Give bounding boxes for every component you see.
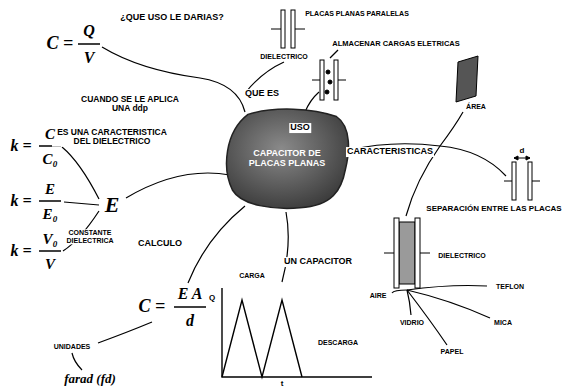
formula-text: V — [83, 49, 96, 67]
formula-text: farad (fd) — [63, 372, 117, 386]
formula-text: E A — [177, 285, 204, 303]
branch-label: AIRE — [369, 292, 388, 300]
branch-label: t — [280, 380, 285, 389]
formula-text: E — [44, 181, 56, 198]
area-plate — [456, 56, 478, 102]
branch-label: ÁREA — [465, 103, 487, 111]
formula-text: Q — [82, 22, 96, 40]
fraction-bars — [39, 44, 206, 307]
branch-label: VIDRIO — [399, 319, 425, 327]
formula-text: V₀ — [41, 231, 58, 248]
branch-label: USO — [289, 123, 311, 133]
separation-capacitor-icon — [504, 156, 540, 200]
formula-text: C — [44, 126, 56, 143]
branch-label: Q — [208, 294, 216, 303]
branch-label: CARACTERISTICAS — [346, 147, 434, 157]
formula-text: E — [104, 193, 121, 217]
formula-text: V — [44, 256, 56, 273]
branch-label: PLACAS PLANAS PARALELAS — [304, 10, 410, 18]
formula-text: k = — [9, 192, 32, 210]
branch-label: DESCARGA — [317, 339, 359, 347]
branch-label: CARGA — [238, 272, 266, 280]
branch-label: PAPEL — [440, 348, 465, 356]
branch-label: CALCULO — [137, 239, 183, 249]
central-blob: CAPACITOR DE PLACAS PLANAS — [222, 106, 352, 211]
formula-text: C₀ — [41, 151, 58, 168]
branch-label: ALMACENAR CARGAS ELETRICAS — [331, 40, 461, 48]
formula-text: d — [185, 312, 195, 330]
branch-label: SEPARACIÓN ENTRE LAS PLACAS — [425, 205, 562, 214]
branch-label: TEFLON — [495, 283, 525, 291]
node-title: CAPACITOR DE PLACAS PLANAS — [241, 148, 333, 169]
branch-label: MICA — [493, 319, 513, 327]
branch-label: ¿QUE USO LE DARIAS? — [119, 13, 225, 23]
branch-label: CONSTANTE DIELECTRICA — [56, 229, 124, 244]
formula-text: C = — [138, 297, 167, 317]
branch-label: UNIDADES — [53, 343, 92, 351]
parallel-plates-icon — [271, 10, 305, 48]
formula-text: k = — [9, 137, 32, 155]
branch-label: QUE ES — [244, 89, 280, 99]
formula-text: E₀ — [41, 206, 58, 223]
charged-capacitor-icon — [312, 60, 346, 100]
branch-label: DIELECTRICO — [259, 53, 308, 61]
dielectric-capacitor-icon — [384, 218, 430, 288]
branch-label: ES UNA CARACTERISTICA DEL DIELECTRICO — [52, 128, 172, 147]
branch-label: d — [519, 147, 526, 156]
charge-graph — [222, 288, 372, 377]
branch-label: CUANDO SE LE APLICA UNA ddp — [79, 95, 181, 114]
formula-text: k = — [9, 242, 32, 260]
formula-text: C = — [46, 34, 75, 54]
branch-label: DIELECTRICO — [437, 252, 486, 260]
branch-label: UN CAPACITOR — [283, 257, 353, 267]
